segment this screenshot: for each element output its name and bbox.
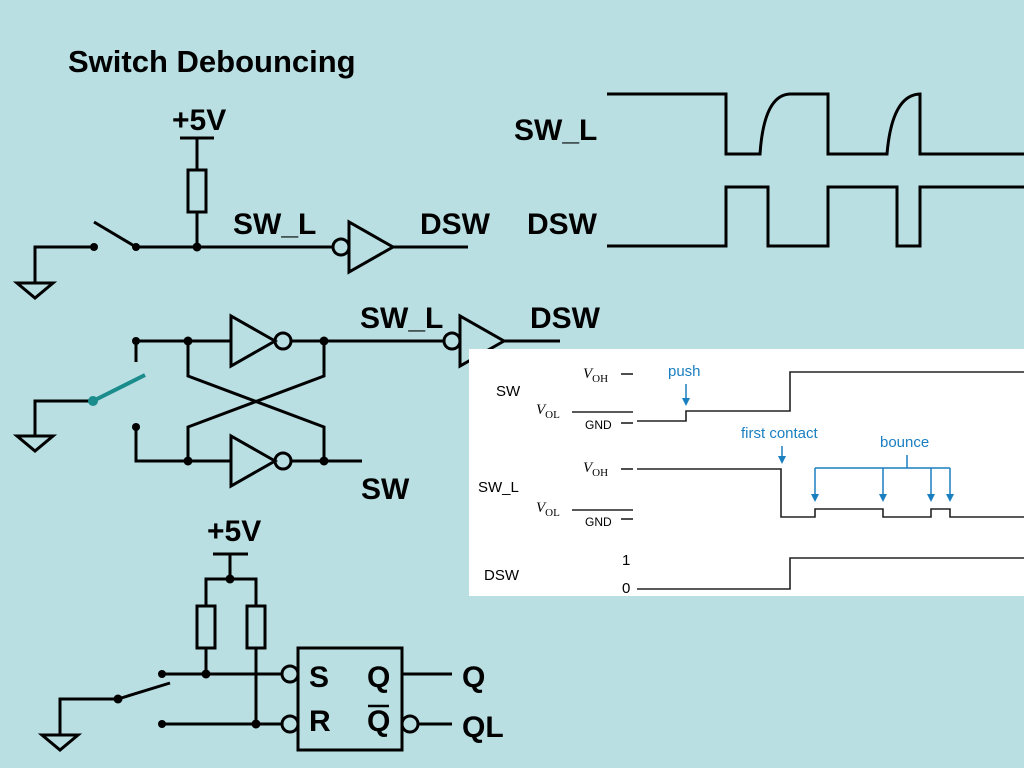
vol-label: VOL	[536, 402, 560, 421]
arrowhead	[778, 456, 786, 464]
supply-label: +5V	[172, 104, 226, 137]
trace-dsw	[637, 557, 1024, 590]
timing-diagram: SW VOH VOL GND push SW_L VOH VOL GND fir…	[469, 349, 1024, 597]
annotation-bounce: bounce	[880, 434, 929, 451]
ground-symbol	[12, 281, 58, 300]
level-one: 1	[622, 552, 630, 569]
arrowhead	[946, 494, 954, 502]
level-zero: 0	[622, 580, 630, 597]
switch-lever[interactable]	[93, 220, 137, 249]
output-bubble	[400, 714, 420, 734]
wire	[134, 339, 231, 362]
input-bubble-r	[280, 714, 300, 734]
junction-dot	[251, 719, 261, 729]
ground-symbol	[12, 434, 58, 453]
waveform-label-sw-l: SW_L	[514, 114, 597, 147]
pin-s: S	[309, 661, 329, 694]
node-label-sw-l: SW_L	[233, 208, 316, 241]
pullup-resistor-s	[195, 604, 217, 650]
circuit-simple-pullup: +5V SW_L DSW	[12, 104, 491, 300]
inverter-bubble	[442, 331, 462, 351]
wire	[33, 245, 94, 283]
wire	[204, 577, 258, 606]
arrowhead	[927, 494, 935, 502]
input-bubble-s	[280, 664, 300, 684]
signal-label-sw: SW	[496, 383, 521, 400]
pullup-resistor	[186, 168, 208, 214]
inverter-bubble	[331, 237, 351, 257]
gnd-label: GND	[585, 418, 612, 432]
wire	[33, 399, 93, 436]
circuit-latch-debounce: SW_L SW DSW	[12, 302, 601, 506]
signal-label-sw-l: SW_L	[478, 479, 519, 496]
pin-q: Q	[367, 661, 390, 694]
inverter-gate	[229, 313, 279, 369]
inverter-gate	[229, 433, 279, 489]
feedback-wire	[186, 341, 326, 461]
switch-contact	[90, 243, 98, 251]
timing-panel	[469, 349, 1024, 596]
arrowhead	[682, 398, 690, 406]
circuit-sr-latch: +5V S R Q Q Q QL	[37, 515, 504, 752]
vol-label: VOL	[536, 500, 560, 519]
node-label-sw: SW	[361, 473, 410, 506]
waveform-sw-l	[607, 92, 1024, 156]
wire	[58, 697, 118, 735]
annotation-first-contact: first contact	[741, 425, 819, 442]
switch-lever[interactable]	[117, 681, 171, 701]
trace-sw-l	[637, 468, 1024, 518]
wire	[134, 427, 231, 463]
pin-r: R	[309, 705, 331, 738]
waveform-label-dsw: DSW	[527, 208, 598, 241]
waveforms-top: SW_L DSW	[514, 92, 1024, 248]
supply-label: +5V	[207, 515, 261, 548]
ground-symbol	[37, 733, 83, 752]
voh-label: VOH	[583, 460, 608, 479]
gnd-label: GND	[585, 515, 612, 529]
output-label-q: Q	[462, 661, 485, 694]
signal-label-dsw: DSW	[484, 567, 520, 584]
sr-latch-box	[296, 646, 404, 752]
inverter-gate	[347, 219, 397, 275]
voh-label: VOH	[583, 366, 608, 385]
pin-q-bar: Q	[367, 705, 390, 738]
output-label-dsw: DSW	[530, 302, 601, 335]
slide-title: Switch Debouncing	[68, 44, 356, 79]
arrowhead	[811, 494, 819, 502]
node-label-sw-l: SW_L	[360, 302, 443, 335]
trace-sw	[637, 371, 1024, 422]
pullup-resistor-r	[245, 604, 267, 650]
arrowhead	[879, 494, 887, 502]
waveform-dsw	[607, 185, 1024, 248]
output-label-ql: QL	[462, 711, 504, 744]
output-label-dsw: DSW	[420, 208, 491, 241]
switch-lever[interactable]	[92, 373, 146, 403]
junction-dot	[201, 669, 211, 679]
junction-dot	[192, 242, 202, 252]
annotation-push: push	[668, 363, 701, 380]
